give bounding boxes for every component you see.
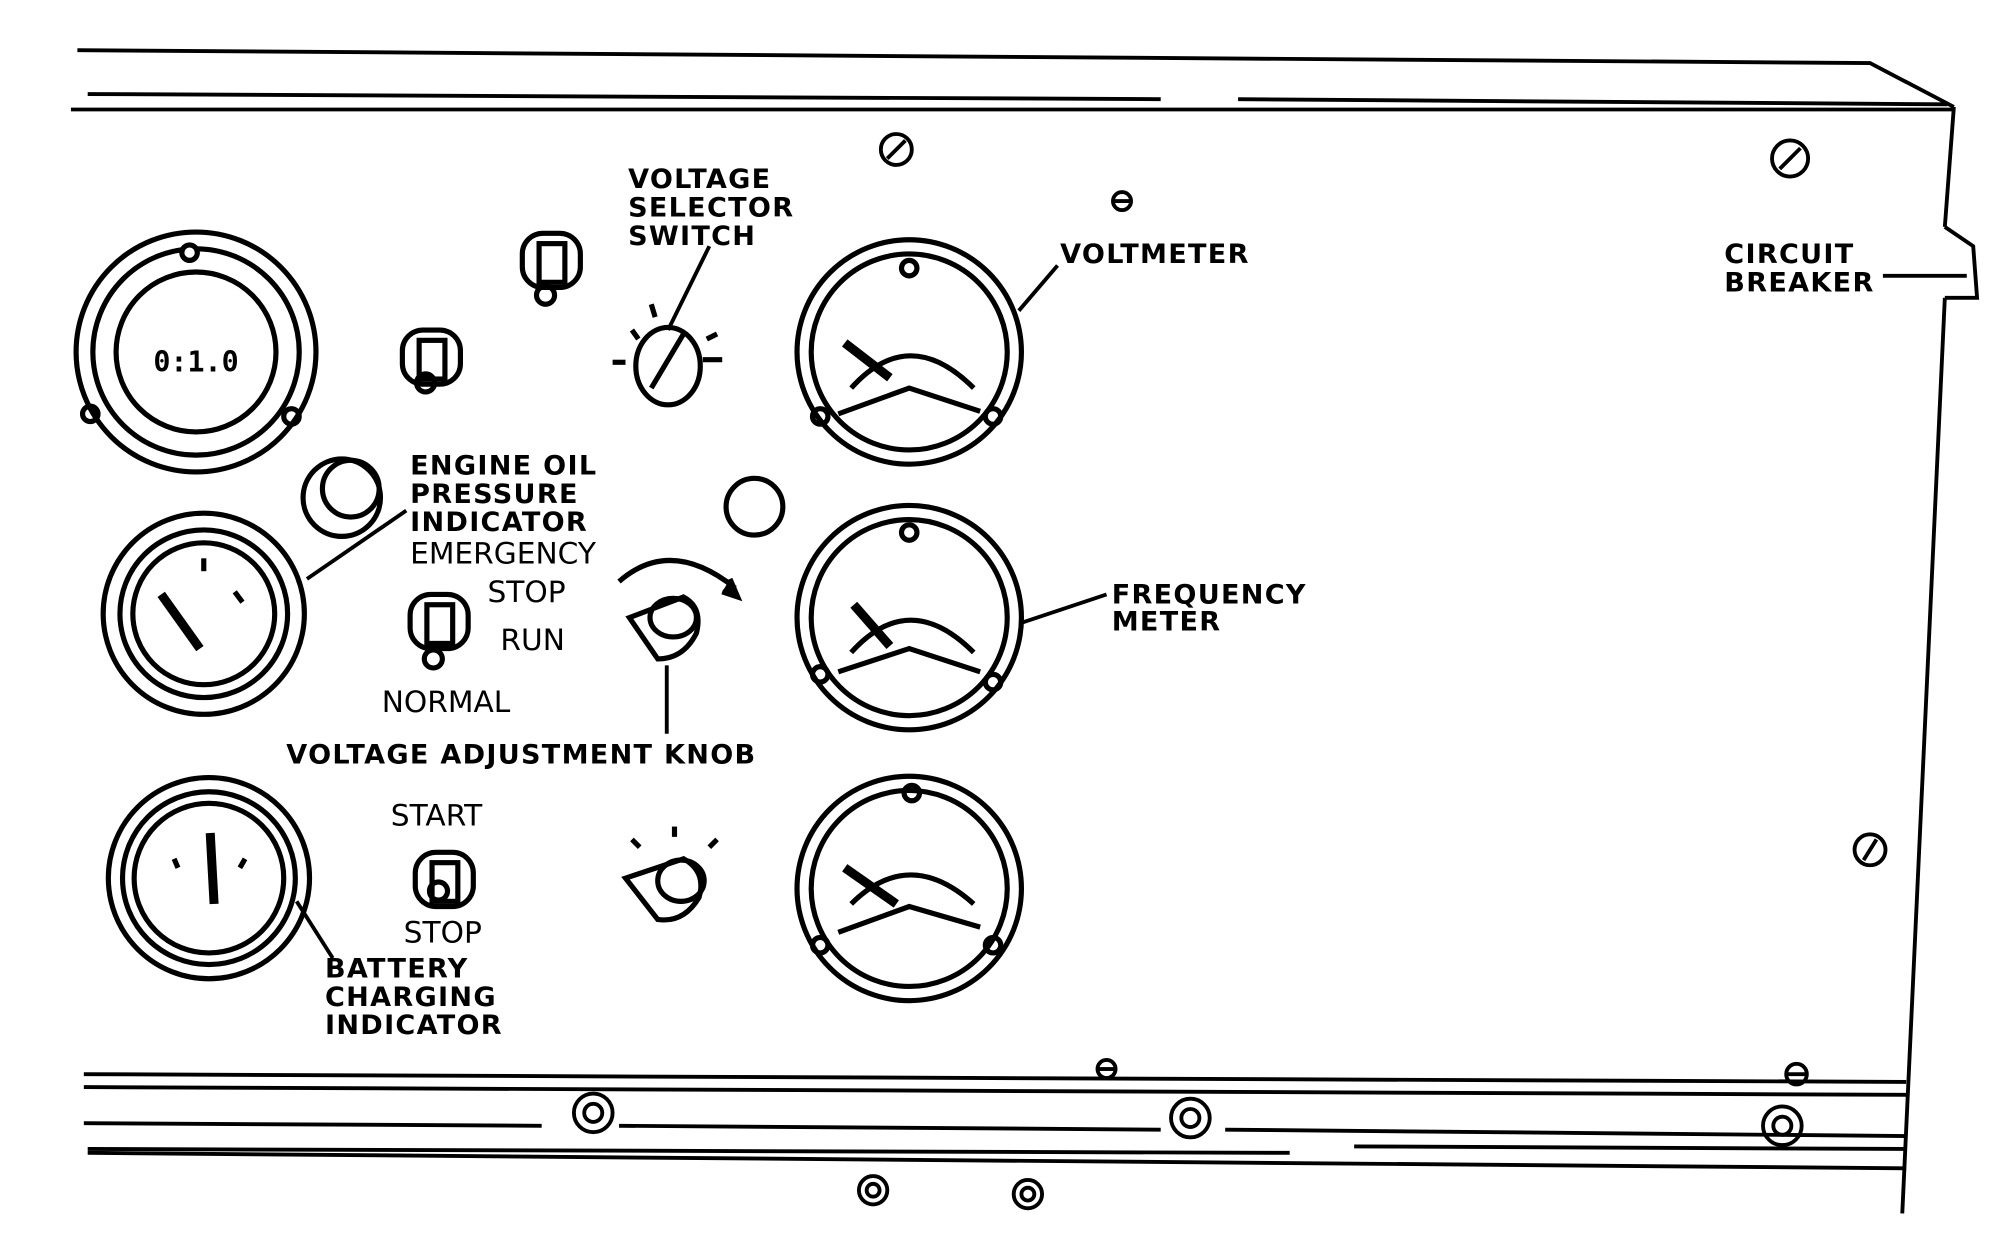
voltage-selector-knob — [612, 303, 723, 408]
run-marking: RUN — [500, 622, 565, 657]
toggle-switches — [399, 230, 583, 910]
voltage-adjustment-knob — [617, 557, 743, 662]
battery-charging-label: BATTERY CHARGING INDICATOR — [325, 953, 508, 1041]
indicator-lamps — [300, 456, 786, 539]
battery-charging-gauge — [105, 774, 313, 982]
normal-marking: NORMAL — [382, 684, 511, 719]
voltage-adjustment-label: VOLTAGE ADJUSTMENT KNOB — [286, 739, 756, 770]
hour-meter: 0:1.0 — [73, 229, 319, 475]
third-knob — [621, 826, 719, 923]
screws — [571, 132, 1888, 1211]
engine-oil-pressure-label: ENGINE OIL PRESSURE INDICATOR — [410, 450, 608, 538]
voltmeter-label: VOLTMETER — [1060, 239, 1250, 270]
emergency-marking: EMERGENCY — [410, 535, 597, 570]
voltage-selector-label: VOLTAGE SELECTOR SWITCH — [628, 164, 805, 252]
frequency-meter-label: FREQUENCY METER — [1112, 579, 1318, 637]
circuit-breaker-label: CIRCUIT BREAKER — [1724, 239, 1874, 298]
start-marking: START — [391, 797, 483, 832]
stop-marking-top: STOP — [487, 574, 565, 609]
voltmeter — [794, 237, 1025, 467]
leader-lines — [294, 245, 1967, 960]
frequency-meter — [794, 502, 1025, 733]
panel-frame — [70, 48, 1980, 1214]
stop-marking-bottom: STOP — [404, 915, 482, 950]
hour-meter-reading: 0:1.0 — [153, 345, 238, 378]
third-meter — [794, 773, 1025, 1004]
oil-pressure-gauge — [100, 510, 307, 717]
